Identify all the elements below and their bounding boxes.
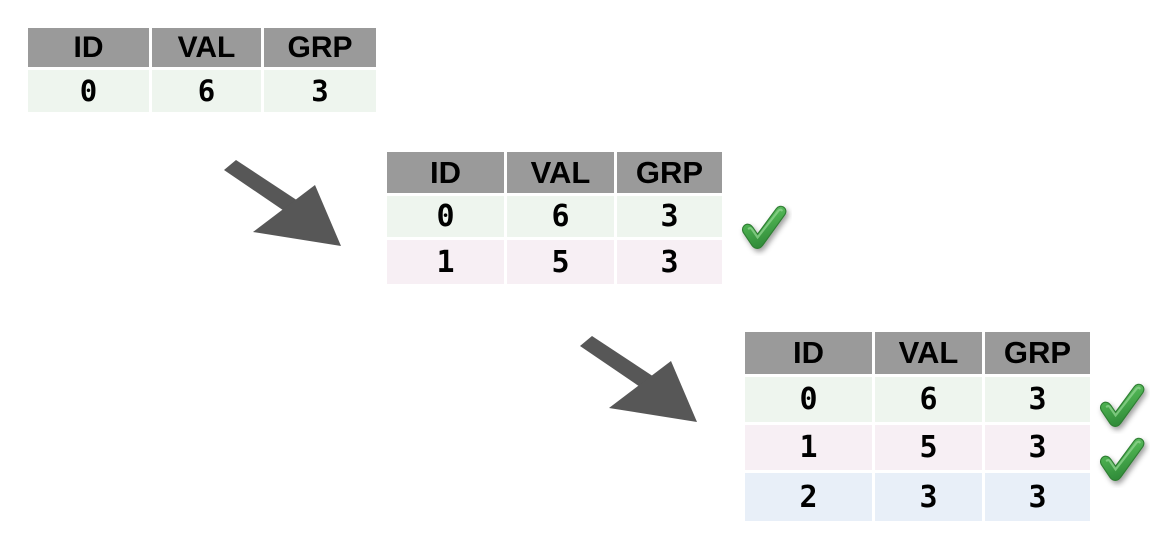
table-header-row: ID VAL GRP [745, 332, 1090, 377]
column-header-val: VAL [507, 152, 617, 196]
cell-grp: 3 [985, 473, 1090, 521]
cell-val: 6 [152, 70, 264, 112]
column-header-grp: GRP [264, 28, 376, 70]
arrow-step2-to-step3 [578, 336, 738, 431]
cell-val: 5 [507, 240, 617, 284]
green-check-icon [736, 200, 792, 256]
table-row: 0 6 3 [28, 70, 376, 112]
table-row: 1 5 3 [387, 240, 722, 284]
column-header-val: VAL [875, 332, 985, 377]
cell-grp: 3 [985, 377, 1090, 425]
table-step-2: ID VAL GRP 0 6 3 1 5 3 [387, 152, 722, 284]
column-header-val: VAL [152, 28, 264, 70]
green-check-icon [1094, 432, 1150, 488]
column-header-id: ID [387, 152, 507, 196]
cell-id: 0 [28, 70, 152, 112]
cell-grp: 3 [264, 70, 376, 112]
table-row: 0 6 3 [745, 377, 1090, 425]
green-check-icon [1094, 378, 1150, 434]
table-row: 2 3 3 [745, 473, 1090, 521]
cell-val: 3 [875, 473, 985, 521]
table-row: 1 5 3 [745, 425, 1090, 473]
cell-grp: 3 [617, 196, 722, 240]
table-header-row: ID VAL GRP [28, 28, 376, 70]
cell-grp: 3 [617, 240, 722, 284]
cell-id: 0 [745, 377, 875, 425]
cell-id: 1 [387, 240, 507, 284]
column-header-id: ID [28, 28, 152, 70]
column-header-grp: GRP [617, 152, 722, 196]
cell-id: 1 [745, 425, 875, 473]
column-header-id: ID [745, 332, 875, 377]
cell-val: 5 [875, 425, 985, 473]
cell-val: 6 [875, 377, 985, 425]
table-row: 0 6 3 [387, 196, 722, 240]
cell-id: 2 [745, 473, 875, 521]
table-header-row: ID VAL GRP [387, 152, 722, 196]
table-step-3: ID VAL GRP 0 6 3 1 5 3 2 3 3 [745, 332, 1090, 521]
cell-grp: 3 [985, 425, 1090, 473]
column-header-grp: GRP [985, 332, 1090, 377]
arrow-step1-to-step2 [222, 160, 382, 255]
cell-val: 6 [507, 196, 617, 240]
cell-id: 0 [387, 196, 507, 240]
table-step-1: ID VAL GRP 0 6 3 [28, 28, 376, 112]
